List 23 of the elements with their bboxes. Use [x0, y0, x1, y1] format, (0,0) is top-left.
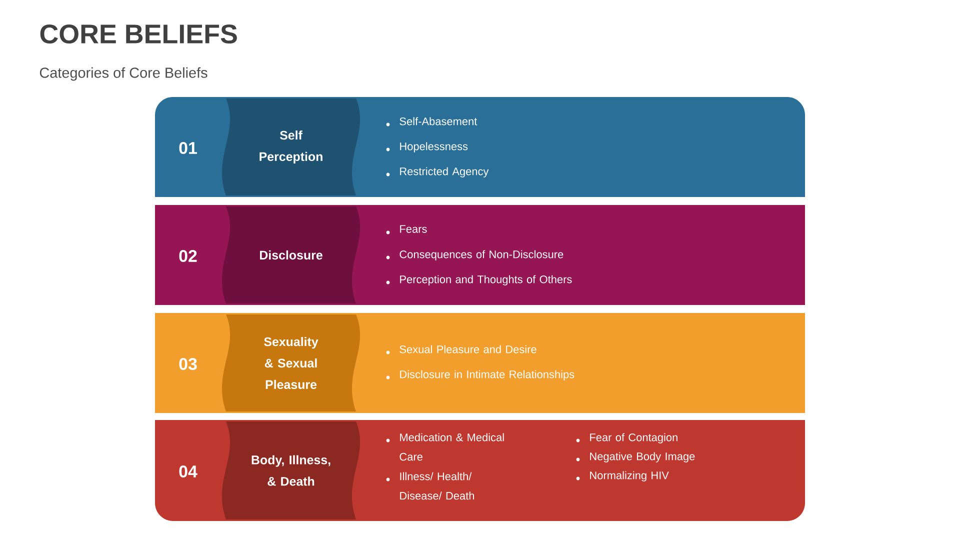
bullet-item: Consequences of Non-Disclosure [400, 250, 564, 260]
row-number: 03 [179, 358, 197, 370]
bullet-item: Illness/ Health/ Disease/ Death [400, 472, 474, 500]
subtitle: Categories of Core Beliefs [40, 67, 208, 81]
category-panel: Disclosure [222, 206, 360, 304]
category-panel: Sexuality & Sexual Pleasure [222, 314, 360, 412]
bullet-item: Fears [400, 225, 427, 233]
bullet-item: Negative Body Image [590, 452, 695, 462]
bullet-item: Medication & Medical Care [400, 433, 504, 461]
bullet-item: Sexual Pleasure and Desire [400, 345, 536, 354]
row-number: 02 [179, 250, 197, 262]
title: CORE BELIEFS [40, 24, 237, 44]
bullet-item: Restricted Agency [400, 167, 489, 178]
bullet-item: Self-Abasement [400, 117, 478, 126]
category-panel: Self Perception [222, 98, 360, 196]
bullet-item: Normalizing HIV [590, 471, 669, 482]
bullet-item: Fear of Contagion [590, 433, 678, 444]
bullet-item: Perception and Thoughts of Others [400, 275, 572, 286]
row-number: 04 [179, 466, 198, 478]
category-panel: Body, Illness, & Death [222, 422, 360, 520]
bullet-item: Hopelessness [400, 142, 468, 152]
row-number: 01 [179, 142, 197, 154]
bullet-item: Disclosure in Intimate Relationships [400, 370, 574, 380]
